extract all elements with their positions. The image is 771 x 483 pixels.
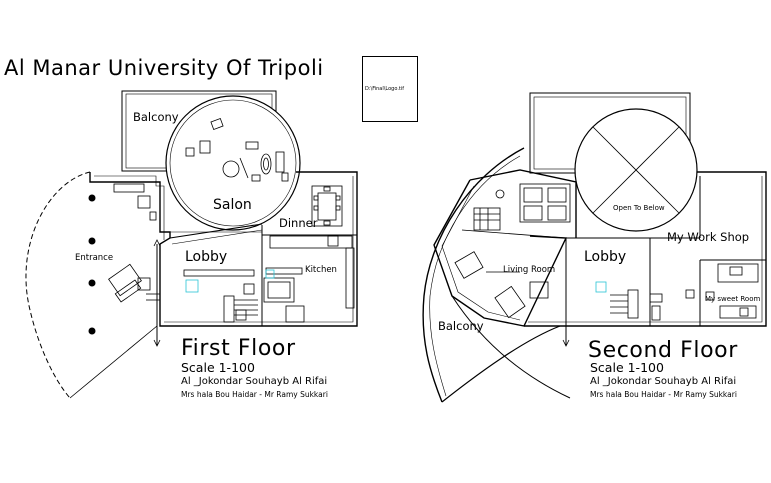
ff-dining-table xyxy=(311,185,343,227)
sf-label-workshop: My Work Shop xyxy=(667,230,750,244)
sf-sweet-room-furniture xyxy=(685,263,759,319)
ff-label-lobby: Lobby xyxy=(185,249,228,265)
first-floor-plan xyxy=(25,90,358,399)
sf-label-sweet-room: My sweet Room xyxy=(705,295,761,303)
sf-balcony-arc-inner xyxy=(441,325,561,403)
ff-kitchen-counters xyxy=(263,235,355,323)
ff-tutors: Mrs hala Bou Haidar - Mr Ramy Sukkari xyxy=(181,390,328,399)
sf-balcony-arc-outer xyxy=(422,147,525,403)
ff-scale: Scale 1-100 xyxy=(181,360,255,375)
ff-label-dinner: Dinner xyxy=(279,216,318,230)
sf-scale: Scale 1-100 xyxy=(590,360,664,375)
sf-label-balcony: Balcony xyxy=(438,319,484,333)
logo-placeholder: D:\Final\Logo.tif xyxy=(362,56,418,122)
sf-floor-title: Second Floor xyxy=(588,338,738,363)
ff-salon-furniture xyxy=(185,118,289,182)
sf-label-open-to-below: Open To Below xyxy=(613,204,665,212)
sf-label-living-room: Living Room xyxy=(503,265,556,275)
sf-lobby-stairs xyxy=(595,281,663,321)
ff-label-salon: Salon xyxy=(213,197,252,213)
sf-author: Al _Jokondar Souhayb Al Rifai xyxy=(590,376,737,387)
sf-west-wing xyxy=(433,179,568,327)
ff-salon-rotunda xyxy=(165,95,301,231)
ff-label-balcony: Balcony xyxy=(133,110,179,124)
sf-bedroom-furniture xyxy=(473,183,571,231)
ff-columns xyxy=(88,194,96,335)
ff-author: Al _Jokondar Souhayb Al Rifai xyxy=(181,376,328,387)
ff-floor-title: First Floor xyxy=(181,336,296,361)
ff-entrance-furniture xyxy=(108,183,160,303)
page-title: Al Manar University Of Tripoli xyxy=(4,56,324,80)
logo-path-text: D:\Final\Logo.tif xyxy=(365,86,405,92)
sf-label-lobby: Lobby xyxy=(584,249,627,265)
second-floor-plan xyxy=(422,92,767,403)
ff-lobby-furniture xyxy=(183,269,275,323)
ff-label-entrance: Entrance xyxy=(75,253,114,263)
sf-exterior-walls xyxy=(469,169,767,327)
ff-entrance-boundary xyxy=(25,171,91,399)
ff-label-kitchen: Kitchen xyxy=(305,265,337,275)
sf-tutors: Mrs hala Bou Haidar - Mr Ramy Sukkari xyxy=(590,390,737,399)
sf-living-furniture xyxy=(454,251,549,319)
